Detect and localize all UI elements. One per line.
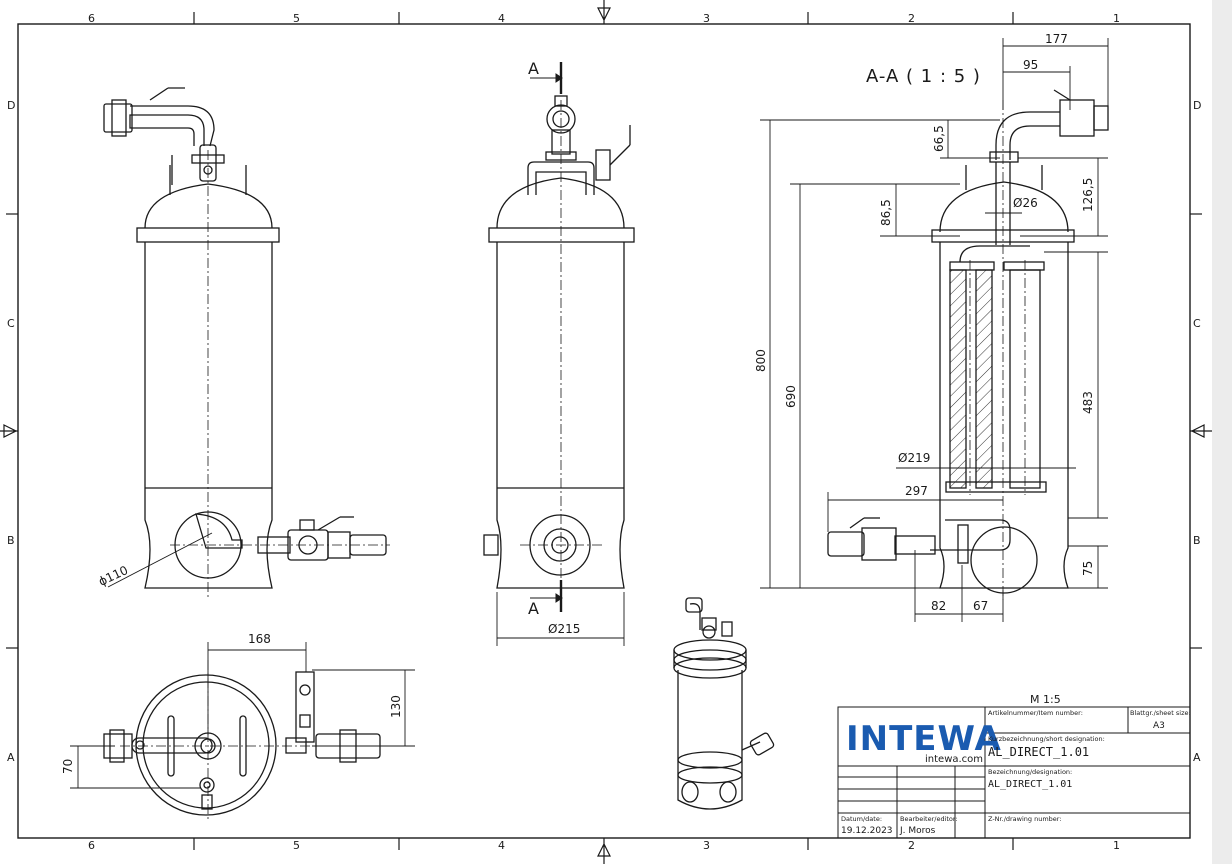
designation-value: AL_DIRECT_1.01 (988, 779, 1072, 790)
zone-label-bottom-3: 3 (703, 839, 710, 852)
date-label: Datum/date: (841, 815, 882, 823)
editor-value: J. Moros (899, 826, 936, 836)
zone-label-left-a: A (7, 751, 15, 764)
dim-d26: Ø26 (1013, 196, 1038, 210)
viewer-scroll-strip[interactable] (1212, 0, 1232, 864)
zone-label-bottom-1: 1 (1113, 839, 1120, 852)
zone-label-right-b: B (1193, 534, 1201, 547)
zone-label-top-3: 3 (703, 12, 710, 25)
zone-label-top-6: 6 (88, 12, 95, 25)
filter-cartridge-section-left (949, 269, 967, 489)
dim-d215-lines (496, 592, 625, 646)
zone-label-bottom-4: 4 (498, 839, 505, 852)
zone-label-left-b: B (7, 534, 15, 547)
section-view-dim-lines (760, 38, 1109, 622)
dim-67: 67 (973, 599, 988, 613)
zone-label-top-2: 2 (908, 12, 915, 25)
zone-label-bottom-2: 2 (908, 839, 915, 852)
short-designation-label: Kurzbezeichnung/short designation: (988, 735, 1105, 743)
scale-label: M 1:5 (1030, 693, 1061, 706)
dim-82: 82 (931, 599, 946, 613)
drawing-number-label: Z-Nr./drawing number: (988, 815, 1062, 823)
designation-label: Bezeichnung/designation: (988, 768, 1072, 776)
dim-d215: Ø215 (548, 622, 580, 636)
front-view-centerlines (170, 150, 390, 600)
short-designation-value: AL_DIRECT_1.01 (988, 745, 1089, 759)
dim-800: 800 (754, 349, 768, 372)
dim-177: 177 (1045, 32, 1068, 46)
item-number-label: Artikelnummer/Item number: (988, 709, 1083, 717)
dim-66-5: 66,5 (932, 125, 946, 152)
dim-126-5: 126,5 (1081, 178, 1095, 212)
zone-label-left-c: C (7, 317, 15, 330)
dim-690: 690 (784, 385, 798, 408)
dim-95: 95 (1023, 58, 1038, 72)
dim-483: 483 (1081, 391, 1095, 414)
dim-d110: ϕ110 (96, 563, 130, 589)
zone-label-left-d: D (7, 99, 15, 112)
isometric-view (673, 597, 775, 810)
dim-d219: Ø219 (898, 451, 930, 465)
zone-label-top-1: 1 (1113, 12, 1120, 25)
zone-label-top-5: 5 (293, 12, 300, 25)
filter-cartridge-section-right (975, 269, 993, 489)
side-view (483, 95, 635, 589)
intewa-logo-url: intewa.com (925, 754, 983, 765)
dim-297: 297 (905, 484, 928, 498)
dim-70: 70 (61, 759, 75, 774)
zone-label-top-4: 4 (498, 12, 505, 25)
dim-75: 75 (1081, 561, 1095, 576)
editor-label: Bearbeiter/editor: (900, 815, 958, 823)
intewa-logo: INTEWA (846, 719, 1002, 759)
zone-label-bottom-5: 5 (293, 839, 300, 852)
dim-86-5: 86,5 (879, 199, 893, 226)
dim-130: 130 (389, 695, 403, 718)
zone-label-bottom-6: 6 (88, 839, 95, 852)
front-view (103, 87, 387, 589)
sheet-size-label: Blattgr./sheet size: (1130, 709, 1191, 717)
zone-label-right-a: A (1193, 751, 1201, 764)
section-view-title: A-A ( 1 : 5 ) (866, 66, 981, 87)
dim-168: 168 (248, 632, 271, 646)
date-value: 19.12.2023 (841, 826, 893, 836)
side-view-centerlines (520, 100, 605, 600)
section-cut-label-bottom: A (528, 599, 539, 618)
top-view (103, 671, 381, 816)
section-view (827, 89, 1109, 594)
zone-label-right-d: D (1193, 99, 1201, 112)
top-view-dim-lines (70, 642, 415, 789)
section-cut-label-top: A (528, 59, 539, 78)
sheet-size-value: A3 (1153, 721, 1165, 731)
zone-label-right-c: C (1193, 317, 1201, 330)
title-block-grid (837, 706, 1191, 839)
d110-leader (107, 532, 213, 588)
